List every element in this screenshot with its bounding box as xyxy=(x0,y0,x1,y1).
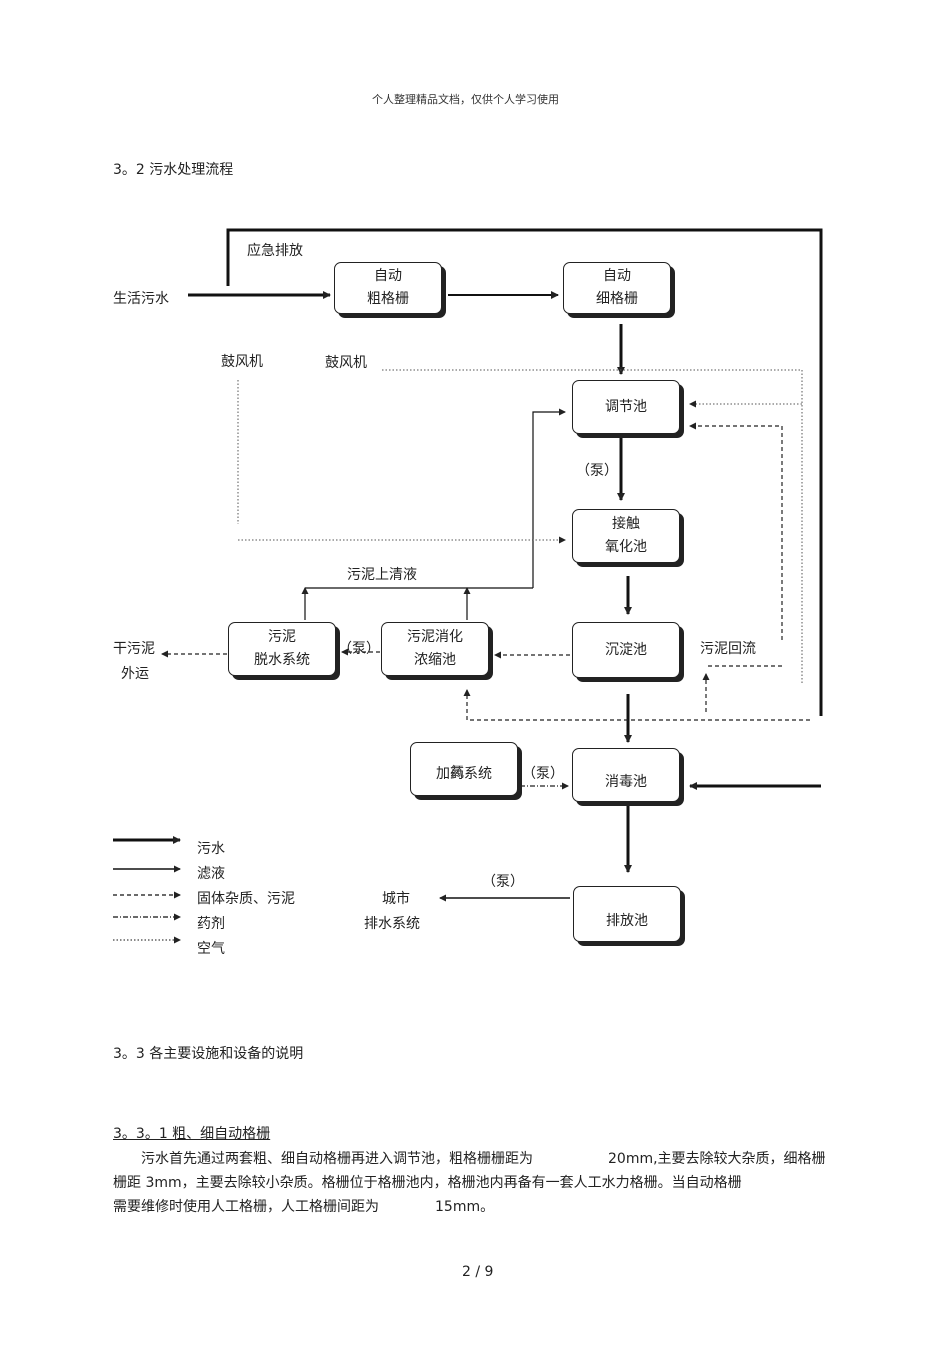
settling-sludge-collector-line xyxy=(463,689,810,721)
paragraph-line-1b: 20mm,主要去除较大杂质，细格栅 xyxy=(608,1151,826,1167)
legend-label-chemical: 药剂 xyxy=(197,916,225,932)
box-coarse-screen-line1: 自动 xyxy=(374,268,402,284)
paragraph-line-3a: 需要维修时使用人工格栅，人工格栅间距为 xyxy=(113,1199,379,1215)
label-sludge-supernatant: 污泥上清液 xyxy=(347,567,417,583)
box-contact-oxidation-line1: 接触 xyxy=(612,516,640,532)
emergency-bypass-line xyxy=(226,228,823,716)
box-coarse-screen: 自动 粗格栅 xyxy=(334,262,442,314)
legend-label-air: 空气 xyxy=(197,941,225,957)
box-sludge-digest: 污泥消化 浓缩池 xyxy=(381,622,489,676)
box-settling-tank-label: 沉淀池 xyxy=(605,641,647,658)
page-number: 2 / 9 xyxy=(462,1264,494,1280)
legend-label-filtrate: 滤液 xyxy=(197,866,225,882)
paragraph-line-1a: 污水首先通过两套粗、细自动格栅再进入调节池，粗格栅栅距为 xyxy=(141,1151,533,1167)
legend-label-sewage: 污水 xyxy=(197,841,225,857)
label-sludge-return: 污泥回流 xyxy=(700,641,756,657)
box-fine-screen-line2: 细格栅 xyxy=(596,291,638,307)
box-settling-tank: 沉淀池 xyxy=(572,622,680,678)
box-discharge-tank-label: 排放池 xyxy=(606,912,648,929)
box-regulation-tank-label: 调节池 xyxy=(605,398,647,415)
box-sludge-dewater-line1: 污泥 xyxy=(268,629,296,645)
section-heading-3-3-1: 3。3。1 粗、细自动格栅 xyxy=(113,1126,271,1142)
label-drainage-system: 排水系统 xyxy=(364,916,420,932)
box-sludge-digest-line1: 污泥消化 xyxy=(407,629,463,645)
box-discharge-tank: 排放池 xyxy=(573,886,681,942)
box-fine-screen-line1: 自动 xyxy=(603,268,631,284)
section-heading-3-2: 3。2 污水处理流程 xyxy=(113,162,234,178)
box-sludge-dewater: 污泥 脱水系统 xyxy=(228,622,336,676)
box-regulation-tank: 调节池 xyxy=(572,380,680,434)
supernatant-return-line xyxy=(532,408,566,588)
sludge-return-line xyxy=(689,422,783,640)
page-header: 个人整理精品文档，仅供个人学习使用 xyxy=(372,93,559,106)
legend-label-sludge: 固体杂质、污泥 xyxy=(197,891,295,907)
label-pump-2: （泵） xyxy=(338,641,380,657)
label-transport-out: 外运 xyxy=(121,666,149,682)
box-coarse-screen-line2: 粗格栅 xyxy=(367,291,409,307)
box-contact-oxidation: 接触 氧化池 xyxy=(572,509,680,563)
box-fine-screen: 自动 细格栅 xyxy=(563,262,671,314)
box-chlorine-dosing-label: 加药系统 xyxy=(436,765,492,782)
box-sludge-dewater-line2: 脱水系统 xyxy=(254,652,310,668)
box-disinfection-tank: 消毒池 xyxy=(572,748,680,802)
box-chlorine-dosing: 加药系统 xyxy=(410,742,518,796)
box-disinfection-tank-label: 消毒池 xyxy=(605,773,647,790)
label-blower-right: 鼓风机 xyxy=(325,355,367,371)
label-city: 城市 xyxy=(382,891,410,907)
label-blower-left: 鼓风机 xyxy=(221,354,263,370)
air-line-right xyxy=(382,369,803,685)
box-sludge-digest-line2: 浓缩池 xyxy=(414,652,456,668)
label-pump-1: （泵） xyxy=(576,463,618,479)
paragraph-line-3b: 15mm。 xyxy=(435,1199,495,1215)
label-domestic-sewage: 生活污水 xyxy=(113,291,169,307)
paragraph-line-2: 栅距 3mm，主要去除较小杂质。格栅位于格栅池内，格栅池内再备有一套人工水力格栅… xyxy=(113,1175,742,1191)
section-heading-3-3: 3。3 各主要设施和设备的说明 xyxy=(113,1046,304,1062)
label-pump-4: （泵） xyxy=(482,874,524,890)
label-pump-3: （泵） xyxy=(522,766,564,782)
label-dry-sludge: 干污泥 xyxy=(113,641,155,657)
box-contact-oxidation-line2: 氧化池 xyxy=(605,539,647,555)
chlorine-overlap-char: 氯 xyxy=(450,765,464,781)
label-emergency-discharge: 应急排放 xyxy=(247,243,303,259)
